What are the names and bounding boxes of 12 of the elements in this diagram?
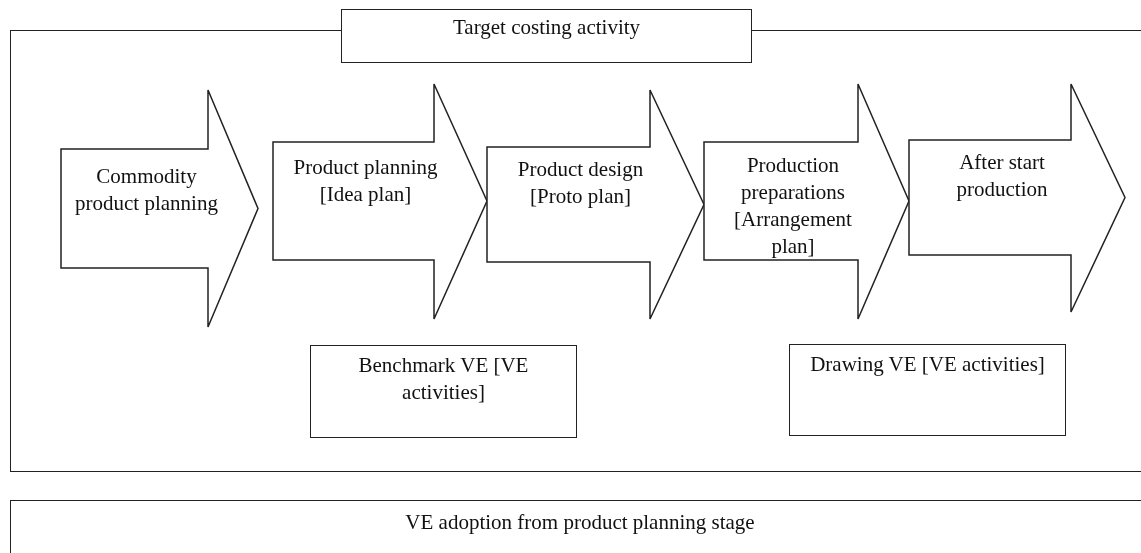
activity-box [789,344,1066,436]
stage-label: After start production [955,149,1049,203]
heading-text: Target costing activity [451,14,642,41]
activity-label: Benchmark VE [VE activities] [357,352,530,406]
banner-text: VE adoption from product planning stage [404,509,756,536]
stage-label: Product planning [Idea plan] [292,154,439,208]
stage-banner [10,500,1141,553]
activity-label: Drawing VE [VE activities] [809,351,1046,378]
activity-box [310,345,577,438]
stage-label: Product design [Proto plan] [516,156,645,210]
stage-label: Commodity product planning [74,163,219,217]
stage-label: Production preparations [Arrangement plan] [733,152,853,260]
